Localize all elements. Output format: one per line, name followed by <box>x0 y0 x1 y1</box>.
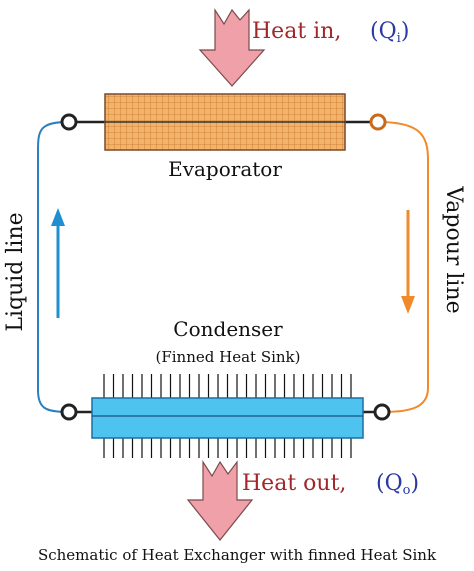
condenser-sublabel: (Finned Heat Sink) <box>156 348 301 366</box>
evaporator-label: Evaporator <box>168 157 282 181</box>
heat-out-q-subscript: o <box>403 483 411 498</box>
vapour-flow-arrow <box>401 210 415 314</box>
liquid-flow-arrow <box>51 208 65 318</box>
heat-in-q: (Qi) <box>370 19 409 46</box>
condenser-inlet-port <box>373 403 391 421</box>
evaporator-block <box>104 93 346 151</box>
heat-in-label: Heat in, <box>252 19 341 44</box>
liquid-line-pipe <box>37 121 69 413</box>
condenser-outlet-port <box>60 403 78 421</box>
evaporator-inlet-port <box>60 113 78 131</box>
caption: Schematic of Heat Exchanger with finned … <box>38 546 437 564</box>
vapour-line-pipe <box>377 121 429 413</box>
heat-out-label: Heat out, <box>242 471 346 496</box>
condenser-label: Condenser <box>173 317 283 341</box>
condenser-fins <box>103 374 352 458</box>
heat-in-q-symbol: Q <box>379 19 397 44</box>
liquid-line-label: Liquid line <box>3 212 28 331</box>
vapour-line-label: Vapour line <box>441 185 466 313</box>
heat-out-q-symbol: Q <box>385 471 403 496</box>
heat-in-q-subscript: i <box>397 31 401 46</box>
condenser-block <box>91 397 364 439</box>
heat-out-q: (Qo) <box>376 471 419 498</box>
heat-in-arrow <box>198 7 266 87</box>
heat-out-arrow <box>186 459 254 541</box>
evaporator-outlet-port <box>369 113 387 131</box>
